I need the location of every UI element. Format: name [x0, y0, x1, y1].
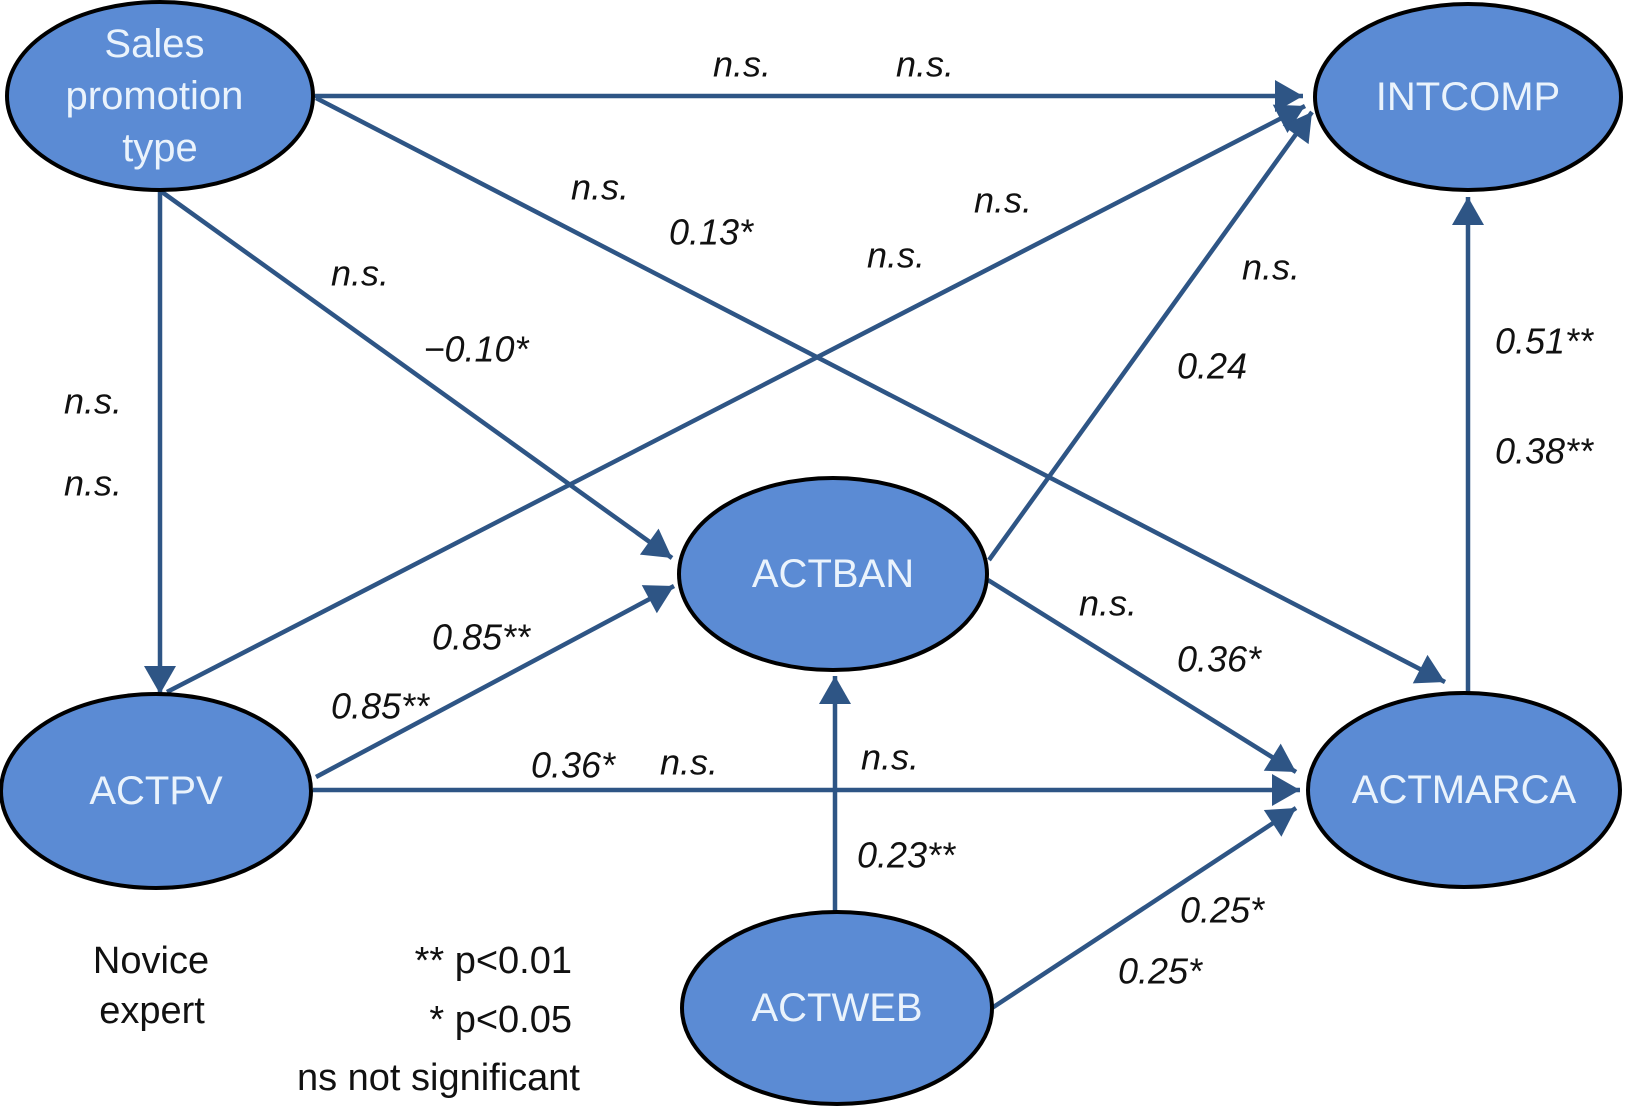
edge-actpv-actmarca-label-2: n.s.	[660, 742, 718, 783]
node-intcomp-ellipse	[1313, 2, 1623, 192]
edge-actweb-actmarca-label-1: 0.25*	[1180, 890, 1265, 931]
node-sales-promotion-type-ellipse	[5, 0, 315, 192]
node-actpv-ellipse	[0, 692, 313, 890]
edge-actban-actmarca-label-1: n.s.	[1079, 583, 1137, 624]
edge-sales-actban-label-2: −0.10*	[423, 329, 529, 370]
node-intcomp: INTCOMP	[1313, 2, 1623, 192]
edge-actmarca-intcomp-label-1: 0.51**	[1495, 321, 1594, 362]
edge-sales-intcomp-label-1: n.s.	[713, 44, 771, 85]
node-actban-ellipse	[677, 476, 989, 672]
legend-line-2: * p<0.05	[429, 999, 572, 1041]
edges: n.s. n.s. n.s. 0.13* n.s. −0.10* n.s. n.…	[64, 44, 1594, 1010]
edge-sales-actban-label-1: n.s.	[331, 253, 389, 294]
edge-actmarca-intcomp-label-2: 0.38**	[1495, 431, 1594, 472]
edge-actweb-actmarca-line	[990, 806, 1298, 1010]
group-note-line-1: Novice	[93, 940, 209, 982]
edge-actweb-actmarca-label-2: 0.25*	[1118, 951, 1203, 992]
edge-actban-actmarca-line	[986, 578, 1298, 774]
edge-actpv-intcomp-line	[165, 103, 1307, 695]
edge-actpv-intcomp-label-1: n.s.	[974, 180, 1032, 221]
edge-actpv-actban-label-1: 0.85**	[432, 617, 531, 658]
edge-actweb-actban-label-2: 0.23**	[857, 835, 956, 876]
node-actban: ACTBAN	[677, 476, 989, 672]
legend-line-1: ** p<0.01	[415, 940, 572, 982]
edge-actban-intcomp-line	[987, 110, 1314, 562]
node-actban-label: ACTBAN	[752, 552, 914, 596]
edge-actban-intcomp-label-2: 0.24	[1177, 346, 1247, 387]
node-actweb-label: ACTWEB	[751, 986, 922, 1030]
group-note: Novice expert	[93, 940, 209, 1032]
edge-sales-actpv-label-1: n.s.	[64, 381, 122, 422]
edge-sales-actmarca-line	[314, 96, 1447, 684]
node-sales-promotion-type-label: Sales promotion type	[66, 22, 255, 170]
node-sales-promotion-type: Sales promotion type	[5, 0, 315, 192]
node-intcomp-label: INTCOMP	[1376, 75, 1560, 119]
group-note-line-2: expert	[99, 990, 205, 1032]
node-actpv: ACTPV	[0, 692, 313, 890]
legend-line-3: ns not significant	[297, 1057, 580, 1099]
edge-sales-intcomp-label-2: n.s.	[896, 44, 954, 85]
edge-sales-actpv-label-2: n.s.	[64, 463, 122, 504]
edge-sales-actban-line	[160, 190, 674, 560]
edge-actpv-actban-label-2: 0.85**	[331, 686, 430, 727]
edge-actpv-actban-line	[314, 584, 676, 779]
edge-actban-intcomp-label-1: n.s.	[1242, 247, 1300, 288]
node-actmarca: ACTMARCA	[1306, 691, 1622, 889]
edge-actpv-intcomp-label-2: n.s.	[867, 235, 925, 276]
edge-actweb-actban-label-1: n.s.	[861, 737, 919, 778]
edge-sales-actmarca-label-2: 0.13*	[669, 212, 754, 253]
node-actweb: ACTWEB	[680, 910, 994, 1106]
significance-legend: ** p<0.01 * p<0.05 ns not significant	[297, 940, 580, 1099]
edge-sales-actmarca-label-1: n.s.	[571, 167, 629, 208]
node-actpv-label: ACTPV	[89, 769, 223, 813]
edge-actpv-actmarca-label-1: 0.36*	[531, 745, 616, 786]
node-actmarca-ellipse	[1306, 691, 1622, 889]
edge-actban-actmarca-label-2: 0.36*	[1177, 639, 1262, 680]
node-actweb-ellipse	[680, 910, 994, 1106]
node-actmarca-label: ACTMARCA	[1352, 768, 1577, 812]
